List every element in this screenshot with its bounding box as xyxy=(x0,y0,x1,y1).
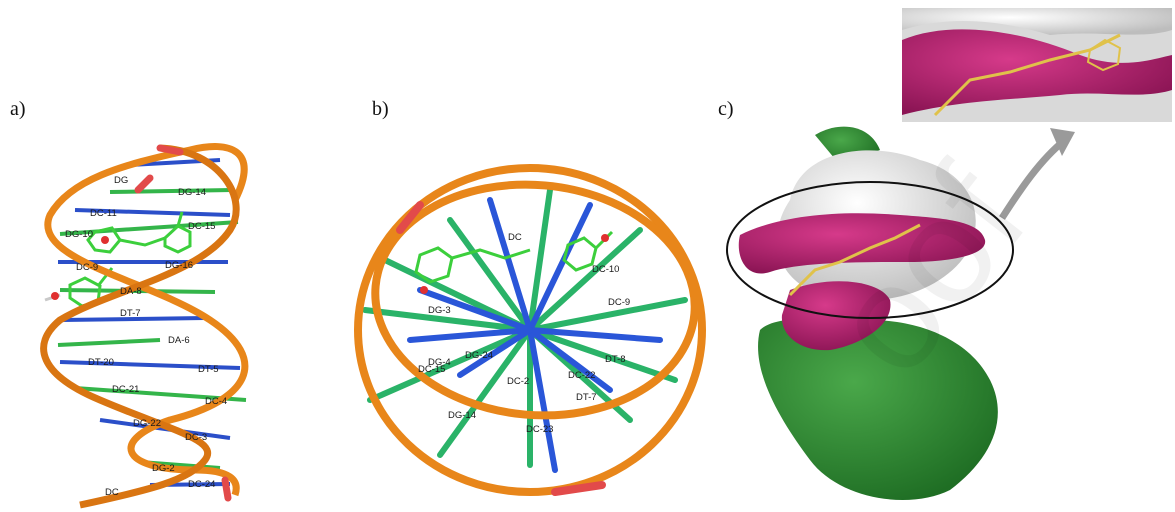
ligand-molecule xyxy=(44,211,192,308)
spokes xyxy=(362,187,688,473)
residue-label: DC-21 xyxy=(112,384,139,395)
residue-label: DC-22 xyxy=(568,370,595,381)
residue-label: DG-10 xyxy=(65,229,93,240)
residue-label: DG-22 xyxy=(133,418,161,429)
residue-label: DG-2 xyxy=(152,463,175,474)
protein-surface-panel xyxy=(726,8,1172,500)
backbone-strand-2 xyxy=(40,144,240,509)
residue-label: DA-6 xyxy=(168,335,190,346)
panel-c-label: c) xyxy=(718,98,734,120)
binding-groove-magenta xyxy=(738,213,986,274)
highlight-ellipse xyxy=(726,181,1014,319)
residue-label: DC-2 xyxy=(507,376,529,387)
ligand-molecule xyxy=(414,230,614,294)
panel-b-label: b) xyxy=(372,98,389,120)
dna-helix-side-view: DC-11 DG-14 DG-10 DC-15 DC-9 DG-16 DA-8 … xyxy=(40,143,249,509)
panel-a-label: a) xyxy=(10,98,26,120)
residue-label: DC-15 xyxy=(418,364,445,375)
backbone-ring-inner xyxy=(371,180,699,420)
protein-surface-green xyxy=(758,318,998,500)
residue-label: DG-16 xyxy=(165,260,193,271)
residue-label: DG-24 xyxy=(465,350,493,361)
residue-label: DT-5 xyxy=(198,364,219,375)
residue-label: DC-11 xyxy=(90,208,117,219)
residue-label: DC-24 xyxy=(188,479,215,490)
residue-label: DC-9 xyxy=(608,297,630,308)
residue-label: DT-8 xyxy=(605,354,626,365)
residue-label: DC xyxy=(508,232,522,243)
residue-label: DG-3 xyxy=(428,305,451,316)
residue-label: DA-8 xyxy=(120,286,142,297)
residue-label: DC-10 xyxy=(592,264,619,275)
residue-labels: DC DG-3 DG-4 DC-15 DG-24 DC-2 DC-9 DC-10… xyxy=(418,232,630,435)
residue-label: DT-7 xyxy=(120,308,141,319)
residue-label: DG-14 xyxy=(178,187,206,198)
residue-label: DC-3 xyxy=(185,432,207,443)
residue-label: DG-4 xyxy=(428,357,451,368)
residue-labels: DC-11 DG-14 DG-10 DC-15 DC-9 DG-16 DA-8 … xyxy=(65,175,227,498)
dna-helix-top-view: DC DG-3 DG-4 DC-15 DG-24 DC-2 DC-9 DC-10… xyxy=(354,164,706,496)
residue-label: DT-20 xyxy=(88,357,114,368)
zoom-arrow xyxy=(999,137,1068,220)
residue-label: DC xyxy=(105,487,119,498)
residue-label: DC-23 xyxy=(526,424,553,435)
residue-label: DC-9 xyxy=(76,262,98,273)
backbone-ring-outer xyxy=(354,164,706,496)
ligand-molecule xyxy=(788,223,921,297)
arrowhead-icon xyxy=(1050,128,1075,156)
residue-label: DG xyxy=(114,175,128,186)
residue-label: DC-15 xyxy=(188,221,215,232)
residue-label: DC-4 xyxy=(205,396,227,407)
residue-label: DG-14 xyxy=(448,410,476,421)
residue-label: DT-7 xyxy=(576,392,597,403)
